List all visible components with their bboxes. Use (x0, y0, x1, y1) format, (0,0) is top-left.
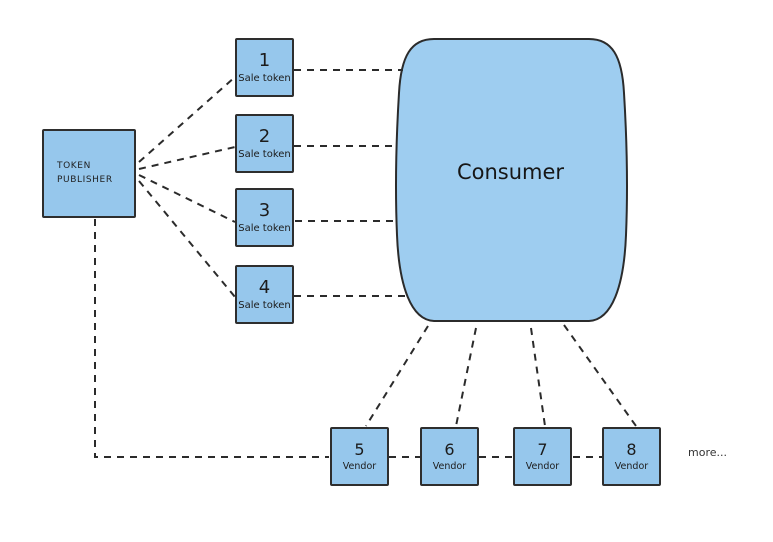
sale-token-label: Sale token (238, 223, 291, 235)
sale-token-number: 1 (258, 49, 271, 71)
sale-token-label: Sale token (238, 73, 291, 85)
token-publisher-label-line1: TOKEN (57, 160, 91, 171)
token-publisher-node: TOKEN PUBLISHER (42, 129, 136, 218)
vendor-label: Vendor (525, 461, 560, 473)
vendor-label: Vendor (432, 461, 467, 473)
sale-token-node-2: 2 Sale token (235, 114, 294, 173)
sale-token-label: Sale token (238, 300, 291, 312)
connector-publisher-sale2 (138, 146, 236, 170)
sale-token-node-4: 4 Sale token (235, 265, 294, 324)
vendor-label: Vendor (614, 461, 649, 473)
vendor-number: 6 (444, 439, 455, 459)
consumer-label: Consumer (456, 160, 565, 184)
connector-consumer-vendor5 (365, 325, 429, 427)
vendor-number: 7 (537, 439, 548, 459)
vendor-node-5: 5 Vendor (330, 427, 389, 486)
more-label: more... (688, 446, 727, 459)
vendor-node-8: 8 Vendor (602, 427, 661, 486)
sale-token-node-1: 1 Sale token (235, 38, 294, 97)
token-publisher-label-line2: PUBLISHER (57, 174, 113, 185)
vendor-number: 5 (354, 439, 365, 459)
sale-token-number: 3 (258, 199, 271, 221)
connector-consumer-vendor7 (530, 327, 546, 427)
consumer-shape (394, 38, 629, 322)
vendor-number: 8 (626, 439, 637, 459)
vendor-node-6: 6 Vendor (420, 427, 479, 486)
sale-token-number: 2 (258, 125, 271, 147)
connector-publisher-sale3 (138, 174, 236, 223)
sale-token-label: Sale token (238, 149, 291, 161)
connector-publisher-vendor5 (94, 219, 329, 458)
connector-publisher-sale1 (138, 76, 236, 163)
vendor-label: Vendor (342, 461, 377, 473)
vendor-node-7: 7 Vendor (513, 427, 572, 486)
connector-consumer-vendor8 (563, 324, 637, 427)
connector-consumer-vendor6 (455, 327, 477, 427)
sale-token-node-3: 3 Sale token (235, 188, 294, 247)
sale-token-number: 4 (258, 276, 271, 298)
